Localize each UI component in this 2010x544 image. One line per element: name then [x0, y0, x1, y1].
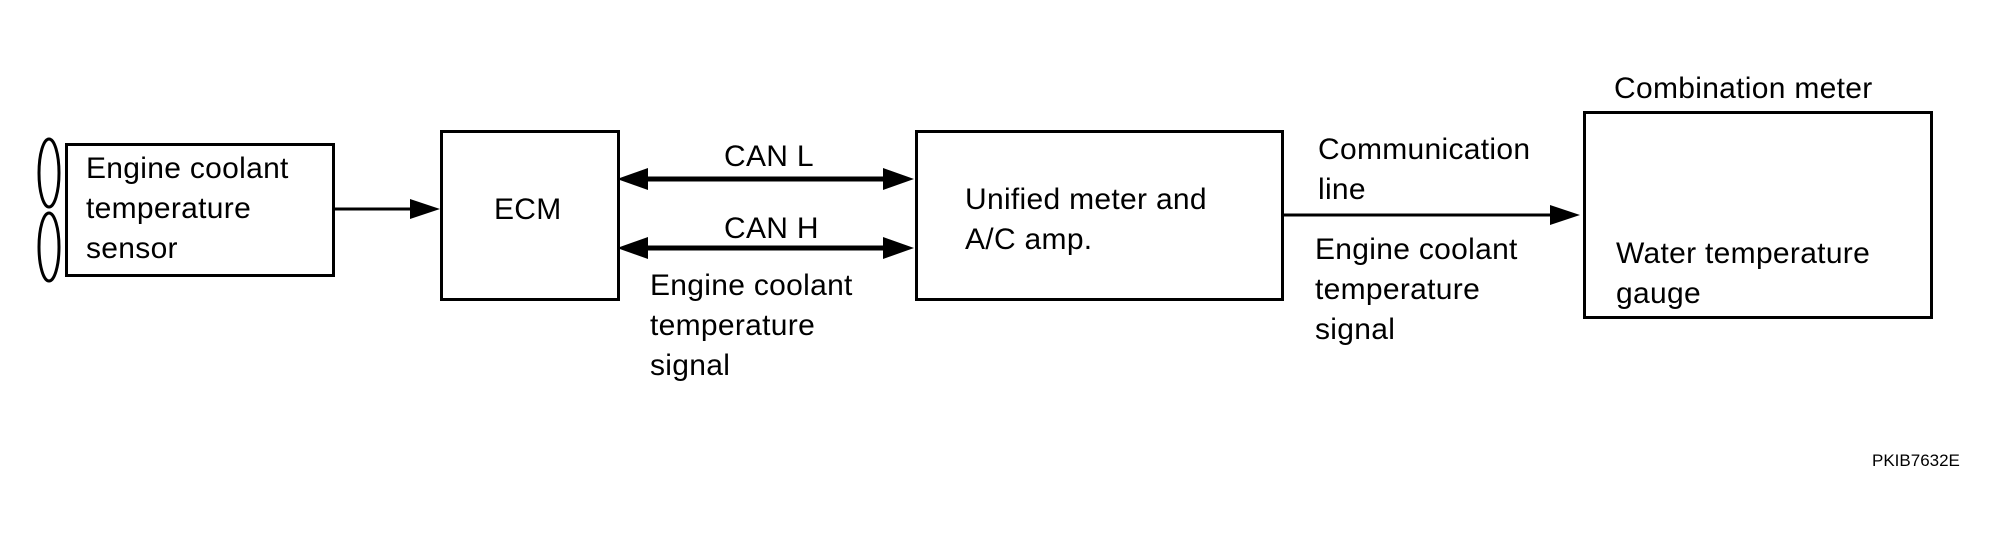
can-h-label: CAN H [724, 212, 819, 245]
communication-line-label-line2: line [1318, 173, 1366, 206]
communication-line-label-line1: Communication [1318, 133, 1531, 166]
figure-code: PKIB7632E [1872, 451, 1960, 470]
fan-icon [37, 137, 61, 283]
ecm-label: ECM [494, 193, 562, 226]
ecm-signal-line1: Engine coolant [650, 269, 853, 302]
meter-signal-line1: Engine coolant [1315, 233, 1518, 266]
sensor-label-line3: sensor [86, 232, 178, 265]
sensor-label-line1: Engine coolant [86, 152, 289, 185]
ecm-box [440, 130, 620, 301]
combination-meter-box [1583, 111, 1933, 319]
unified-meter-label-line2: A/C amp. [965, 223, 1093, 256]
sensor-to-ecm-arrow [334, 199, 440, 219]
water-temp-gauge-label-line2: gauge [1616, 277, 1701, 310]
meter-signal-line2: temperature [1315, 273, 1481, 306]
ecm-signal-line3: signal [650, 349, 731, 382]
communication-line-arrow [1282, 205, 1580, 225]
ecm-signal-line2: temperature [650, 309, 816, 342]
can-l-arrow [617, 168, 914, 190]
unified-meter-box [915, 130, 1284, 301]
combination-meter-title: Combination meter [1614, 72, 1873, 105]
can-l-label: CAN L [724, 140, 814, 173]
sensor-label-line2: temperature [86, 192, 252, 225]
unified-meter-label-line1: Unified meter and [965, 183, 1207, 216]
water-temp-gauge-label-line1: Water temperature [1616, 237, 1871, 270]
sensor-box [65, 143, 335, 277]
can-h-arrow [617, 237, 914, 259]
meter-signal-line3: signal [1315, 313, 1396, 346]
